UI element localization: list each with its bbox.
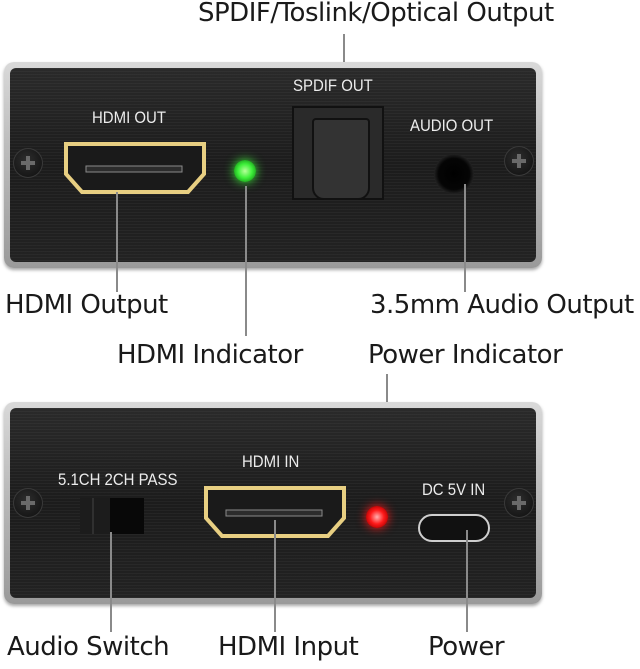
leader-line-audio-output [464,184,466,292]
callout-hdmi-indicator: HDMI Indicator [117,340,303,370]
audio-out-label: AUDIO OUT [410,116,494,135]
screw-icon [504,488,534,518]
leader-line-power [466,530,468,632]
power-indicator-led [366,506,388,528]
screw-icon [13,488,43,518]
callout-spdif-optical-output: SPDIF/Toslink/Optical Output [198,0,554,28]
spdif-optical-port-icon [292,106,384,200]
bottom-panel-face: 5.1CH 2CH PASS HDMI IN DC 5V IN [10,408,536,598]
hdmi-indicator-led [234,160,256,182]
audio-switch-label: 5.1CH 2CH PASS [58,470,178,489]
audio-jack-35mm-icon [434,154,474,194]
top-device-panel: HDMI OUT SPDIF OUT AUDIO OUT [4,62,542,268]
dc-5v-in-label: DC 5V IN [422,480,486,499]
callout-power: Power [428,632,505,662]
hdmi-in-label: HDMI IN [242,452,300,471]
callout-power-indicator: Power Indicator [368,340,563,370]
hdmi-out-port-icon [64,142,206,194]
hdmi-out-label: HDMI OUT [92,108,166,127]
leader-line-audio-switch [110,532,112,632]
screw-icon [13,148,43,178]
callout-35mm-audio-output: 3.5mm Audio Output [370,290,634,320]
screw-icon [504,146,534,176]
leader-line-hdmi-input [274,520,276,632]
callout-hdmi-output: HDMI Output [5,290,168,320]
hdmi-in-port-icon [204,486,346,538]
spdif-out-label: SPDIF OUT [293,76,373,95]
audio-mode-switch[interactable] [80,498,144,534]
callout-hdmi-input: HDMI Input [218,632,359,662]
top-panel-face: HDMI OUT SPDIF OUT AUDIO OUT [10,68,536,262]
micro-usb-power-port-icon [418,514,490,542]
leader-line-hdmi-indicator [245,186,247,336]
callout-audio-switch: Audio Switch [7,632,170,662]
bottom-device-panel: 5.1CH 2CH PASS HDMI IN DC 5V IN [4,402,542,604]
leader-line-hdmi-output [116,192,118,292]
